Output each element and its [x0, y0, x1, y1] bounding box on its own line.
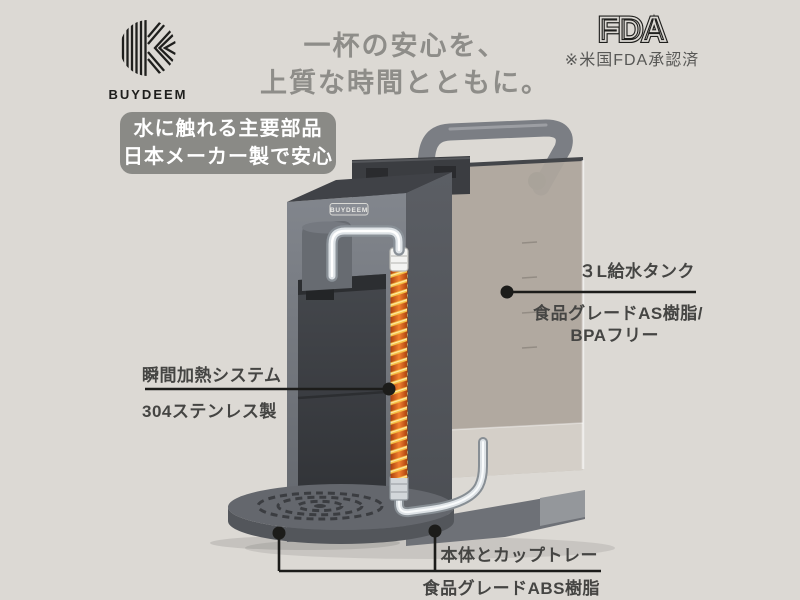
dispense-spout	[306, 283, 334, 300]
badge-line-2: 日本メーカー製で安心	[123, 146, 333, 168]
tank-handle	[417, 119, 573, 196]
machine-body: BUYDEEM	[287, 172, 452, 542]
tank-feed-pipe	[394, 437, 488, 518]
callout-tank-subtitle-2: BPAフリー	[570, 326, 659, 345]
callout-tank-subtitle-1: 食品グレードAS樹脂/	[533, 304, 703, 323]
tray-shadow	[210, 536, 400, 550]
badge-line-1: 水に触れる主要部品	[133, 118, 323, 140]
fda-logo-icon: FDA FDA	[597, 9, 669, 50]
callout-body-title: 本体とカップトレー	[440, 546, 598, 565]
svg-text:BUYDEEM: BUYDEEM	[330, 207, 368, 214]
heating-coil	[389, 247, 409, 501]
heading-line-2: 上質な時間とともに。	[260, 68, 550, 98]
quality-badge: 水に触れる主要部品 日本メーカー製で安心	[120, 112, 336, 174]
fda-caption: ※米国FDA承認済	[564, 52, 700, 69]
cup-tray	[228, 484, 454, 544]
product-label: BUYDEEM	[329, 203, 369, 216]
callout-body-subtitle: 食品グレードABS樹脂	[422, 579, 600, 598]
callout-tank-title: ３L給水タンク	[579, 262, 695, 281]
buydeem-logo-icon	[121, 20, 176, 76]
spout-pipe	[326, 225, 405, 282]
callout-heating-title: 瞬間加熱システム	[142, 366, 282, 385]
base-platform	[406, 490, 585, 546]
brand-wordmark: BUYDEEM	[108, 87, 188, 102]
heading-line-1: 一杯の安心を、	[303, 31, 507, 61]
lid-mechanism	[351, 156, 471, 198]
tank-scale-marks	[521, 241, 538, 349]
coil-top-connector	[389, 247, 409, 272]
cutaway-panel	[297, 274, 387, 515]
spout-housing	[302, 220, 352, 291]
svg-text:FDA: FDA	[599, 11, 666, 49]
tray-drain-slots	[256, 491, 384, 521]
callout-heating-subtitle: 304ステンレス製	[142, 402, 277, 421]
svg-text:FDA: FDA	[599, 11, 666, 49]
main-heading: 一杯の安心を、 上質な時間とともに。	[245, 28, 565, 102]
